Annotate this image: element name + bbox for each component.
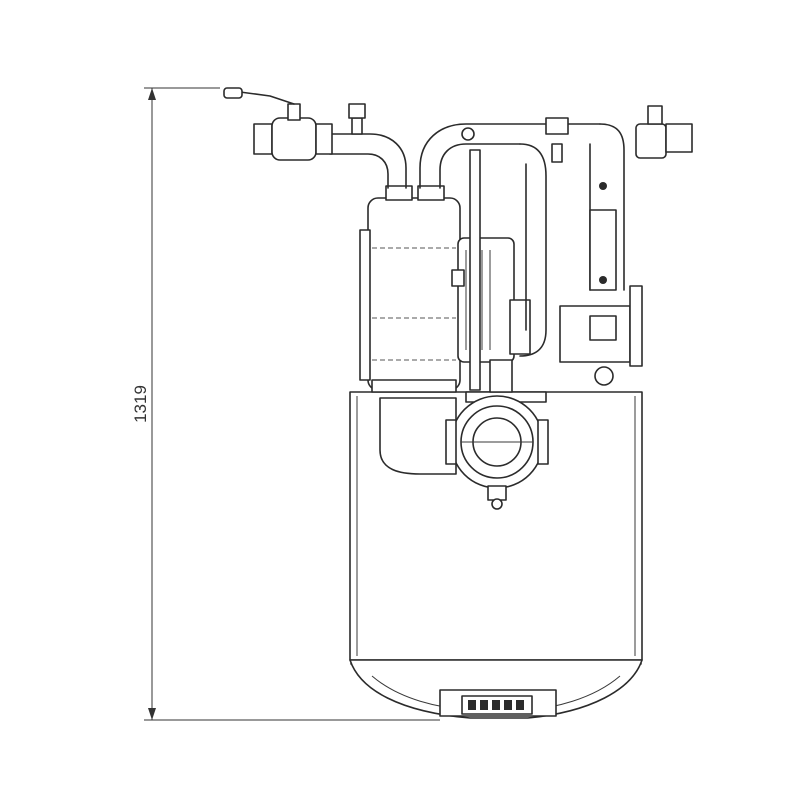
pipe-left-inner xyxy=(329,153,389,189)
pipe-sensor xyxy=(461,127,475,141)
flue-duct-left xyxy=(379,397,457,475)
flue-bottom-tab xyxy=(487,485,507,501)
flue-connection xyxy=(379,391,549,510)
gas-inlet-nut xyxy=(594,366,614,386)
control-buttons xyxy=(468,700,524,710)
expansion-vessel xyxy=(359,185,461,393)
valve-union xyxy=(315,123,333,155)
pipe-center-inner xyxy=(439,143,521,189)
right-column-dot xyxy=(599,276,607,284)
dimension-value: 1319 xyxy=(131,385,150,423)
left-pipe-loop xyxy=(329,103,601,189)
vessel-body xyxy=(367,197,461,391)
gas-valve-hex xyxy=(589,315,617,341)
gas-valve-side xyxy=(629,285,643,367)
air-vent-cap xyxy=(348,103,366,119)
pipe-right-descending xyxy=(519,143,547,357)
right-valve-body xyxy=(635,123,667,159)
pump-connector xyxy=(451,269,465,287)
valve-handle-wire xyxy=(239,91,295,105)
vertical-rod xyxy=(469,149,481,391)
valve-body xyxy=(271,117,317,161)
pipe-left-outer xyxy=(329,133,407,189)
pipe-fitting xyxy=(351,117,363,135)
top-tee-fitting xyxy=(545,117,569,135)
outlet-valve-right xyxy=(635,105,693,159)
bottom-cover xyxy=(349,659,643,719)
control-button xyxy=(468,700,476,710)
pipe-center-outer xyxy=(419,123,601,189)
vessel-base xyxy=(371,379,457,393)
tee-drop xyxy=(551,143,563,163)
right-column-dot xyxy=(599,182,607,190)
dimension-arrow-bottom xyxy=(148,708,156,720)
right-pipe-assembly xyxy=(469,117,643,391)
vessel-fitting-right xyxy=(417,185,445,201)
right-valve-cap xyxy=(647,105,663,125)
inlet-ball-valve xyxy=(223,87,333,161)
control-button xyxy=(480,700,488,710)
dimension-arrow-top xyxy=(148,88,156,100)
right-valve-union xyxy=(665,123,693,153)
height-dimension: 1319 xyxy=(131,87,440,721)
control-button xyxy=(516,700,524,710)
control-button xyxy=(504,700,512,710)
pipe-far-right-outer xyxy=(599,123,625,291)
valve-stem xyxy=(287,103,301,121)
vessel-fitting-left xyxy=(385,185,413,201)
pump-motor-end xyxy=(509,299,531,355)
valve-handle-grip xyxy=(223,87,243,99)
pump-outlet xyxy=(489,359,513,393)
flue-clamp-left xyxy=(445,419,457,465)
vessel-bracket xyxy=(359,229,371,381)
flue-clamp-right xyxy=(537,419,549,465)
valve-end-nut xyxy=(253,123,273,155)
control-button xyxy=(492,700,500,710)
flue-bolt xyxy=(491,498,503,510)
pump-unit xyxy=(451,237,531,393)
